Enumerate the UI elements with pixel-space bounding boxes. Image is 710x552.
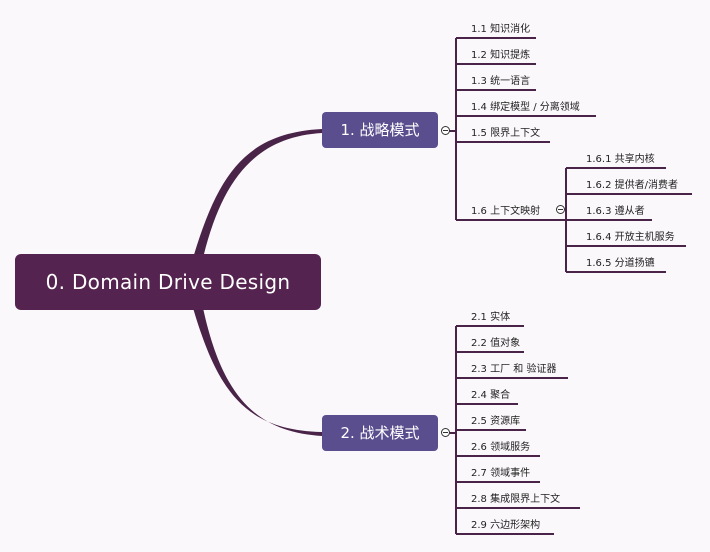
branch2-item[interactable]: 2.8 集成限界上下文 bbox=[471, 494, 561, 505]
sub-item[interactable]: 1.6.4 开放主机服务 bbox=[586, 232, 675, 243]
sub-item[interactable]: 1.6.1 共享内核 bbox=[586, 154, 655, 165]
root-branch1-connector bbox=[193, 129, 322, 258]
branch2-item[interactable]: 2.4 聚合 bbox=[471, 390, 511, 401]
branch2-item[interactable]: 2.3 工厂 和 验证器 bbox=[471, 364, 557, 375]
branch2-item[interactable]: 2.1 实体 bbox=[471, 312, 511, 323]
branch2-item[interactable]: 2.9 六边形架构 bbox=[471, 520, 541, 531]
branch1-item[interactable]: 1.4 绑定模型 / 分离领域 bbox=[471, 102, 580, 113]
collapse-toggle-branch2[interactable] bbox=[441, 428, 450, 437]
branch2-item[interactable]: 2.6 领域服务 bbox=[471, 442, 531, 453]
branch2-item[interactable]: 2.2 值对象 bbox=[471, 338, 521, 349]
branch-tactical-node[interactable]: 2. 战术模式 bbox=[322, 415, 438, 451]
sub-item[interactable]: 1.6.5 分道扬镳 bbox=[586, 258, 655, 269]
collapse-toggle-branch1[interactable] bbox=[441, 126, 450, 135]
branch1-item[interactable]: 1.5 限界上下文 bbox=[471, 128, 541, 139]
root-node[interactable]: 0. Domain Drive Design bbox=[15, 254, 321, 310]
sub-item[interactable]: 1.6.3 遵从者 bbox=[586, 206, 645, 217]
branch1-item[interactable]: 1.6 上下文映射 bbox=[471, 206, 541, 217]
collapse-toggle-1-6[interactable] bbox=[556, 205, 565, 214]
branch2-item[interactable]: 2.7 领域事件 bbox=[471, 468, 531, 479]
root-branch2-connector bbox=[193, 308, 322, 436]
branch-strategic-node[interactable]: 1. 战略模式 bbox=[322, 112, 438, 148]
branch1-item[interactable]: 1.3 统一语言 bbox=[471, 76, 531, 87]
branch1-item[interactable]: 1.2 知识提炼 bbox=[471, 50, 531, 61]
sub-item[interactable]: 1.6.2 提供者/消费者 bbox=[586, 180, 678, 191]
branch1-item[interactable]: 1.1 知识消化 bbox=[471, 24, 531, 35]
branch2-item[interactable]: 2.5 资源库 bbox=[471, 416, 521, 427]
